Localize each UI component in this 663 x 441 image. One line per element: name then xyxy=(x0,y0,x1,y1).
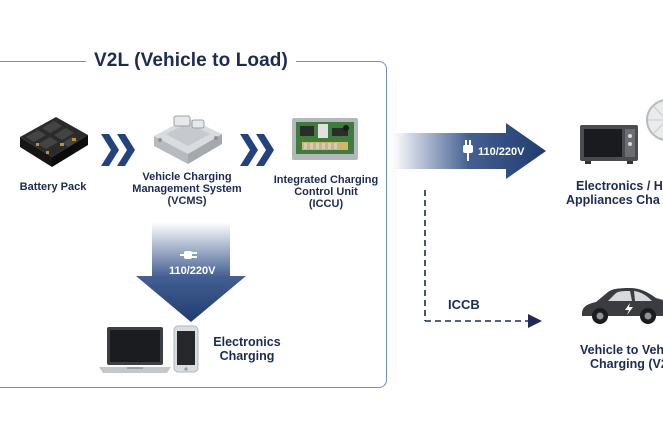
iccb-dashed-connector xyxy=(420,190,550,332)
chevron-right-icon xyxy=(240,134,276,166)
chevron-right-icon xyxy=(101,134,137,166)
vcms-label-line: Vehicle Charging xyxy=(142,171,232,183)
iccu-label-line: Integrated Charging xyxy=(273,174,379,186)
electronics-charging-label: Electronics Charging xyxy=(205,335,289,363)
v2l-title: V2L (Vehicle to Load) xyxy=(86,50,296,72)
down-voltage-label: 110/220V xyxy=(169,265,216,277)
plug-icon xyxy=(180,249,202,261)
battery-pack-icon xyxy=(16,113,90,169)
vcms-label: Vehicle Charging Management System (VCMS… xyxy=(124,171,250,207)
vcms-unit-icon xyxy=(148,110,226,166)
battery-pack-label: Battery Pack xyxy=(19,181,87,193)
electronics-charging-line: Electronics xyxy=(213,335,281,349)
iccb-label: ICCB xyxy=(448,297,480,312)
iccu-label-line: (ICCU) xyxy=(308,198,344,210)
iccu-board-icon xyxy=(290,114,360,164)
appliances-label-line: Appliances Cha xyxy=(566,193,660,207)
electronics-charging-line: Charging xyxy=(219,349,275,363)
laptop-icon xyxy=(99,325,171,375)
iccu-label: Integrated Charging Control Unit (ICCU) xyxy=(263,174,389,210)
vcms-label-line: Management System xyxy=(132,183,242,195)
appliances-label-line: Electronics / H xyxy=(576,179,663,193)
down-arrow xyxy=(136,222,246,322)
vcms-label-line: (VCMS) xyxy=(167,195,207,207)
fan-icon xyxy=(645,98,663,150)
appliances-label: Electronics / H Appliances Cha xyxy=(566,179,663,207)
right-voltage-label: 110/220V xyxy=(478,146,525,158)
v2v-label: Vehicle to Vehi Charging (V2 xyxy=(580,343,663,371)
v2v-label-line: Charging (V2 xyxy=(590,357,663,371)
v2v-label-line: Vehicle to Vehi xyxy=(580,343,663,357)
smartphone-icon xyxy=(173,325,199,373)
electric-car-icon xyxy=(578,284,663,326)
plug-icon xyxy=(462,140,474,162)
iccu-label-line: Control Unit xyxy=(294,186,358,198)
microwave-icon xyxy=(579,124,639,164)
